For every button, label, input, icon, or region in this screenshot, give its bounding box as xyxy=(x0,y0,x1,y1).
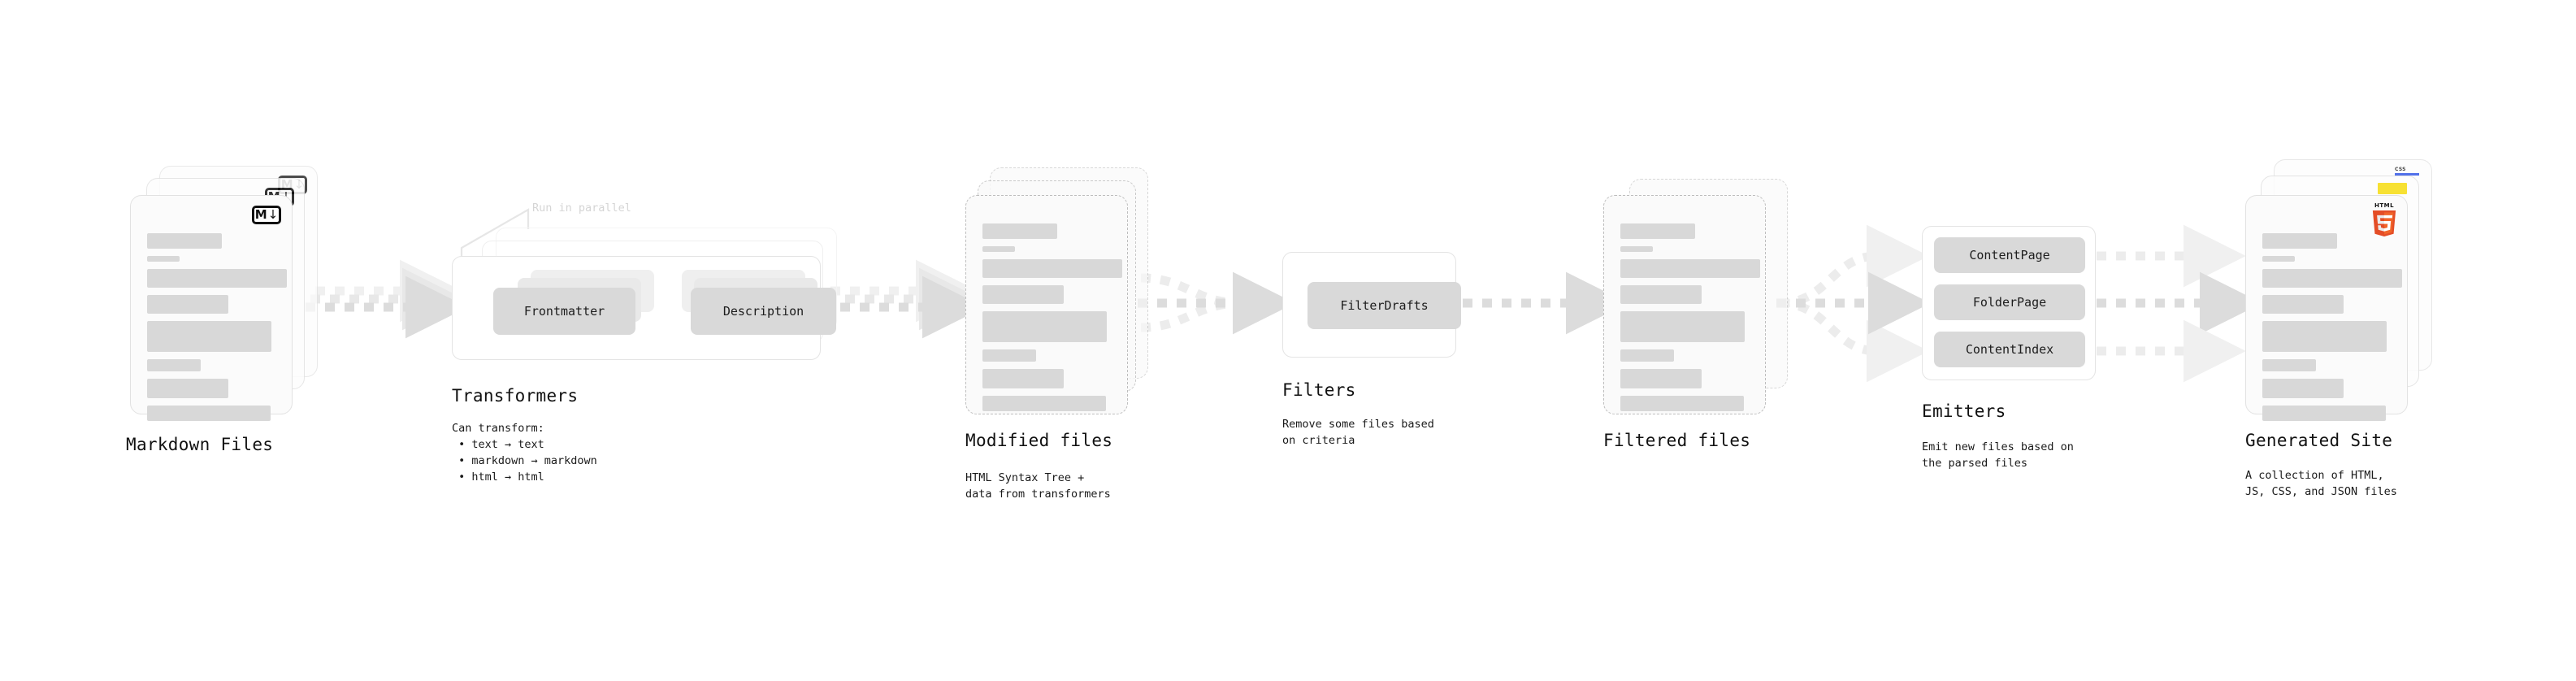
transformer-pill-frontmatter-label: Frontmatter xyxy=(523,304,605,319)
page-title-markdown-files: Markdown Files xyxy=(126,435,274,454)
emitter-pill-contentpage[interactable]: ContentPage xyxy=(1934,237,2085,273)
transformer-pill-description[interactable]: Description xyxy=(691,288,836,335)
css-icon: CSS xyxy=(2395,167,2419,176)
markdown-icon-arrow: ↓ xyxy=(267,207,279,222)
html5-icon-shield xyxy=(2372,210,2396,236)
filtered-card-front[interactable] xyxy=(1603,195,1766,414)
emitter-pill-folderpage[interactable]: FolderPage xyxy=(1934,284,2085,320)
arrow-filtered-to-emitters xyxy=(1776,224,1931,383)
arrow-modified-to-filters xyxy=(1138,271,1295,335)
css-icon-label: CSS xyxy=(2395,167,2406,172)
card-content-bars xyxy=(1620,223,1760,419)
arrow-transformers-to-modified xyxy=(821,259,985,339)
card-content-bars xyxy=(147,233,287,428)
emitter-pill-folderpage-label: FolderPage xyxy=(1972,295,2047,310)
transformers-box-front[interactable]: Frontmatter Description xyxy=(452,256,836,360)
css-icon-underline xyxy=(2395,173,2419,176)
page-title-transformers: Transformers xyxy=(452,386,579,406)
emitter-pill-contentindex[interactable]: ContentIndex xyxy=(1934,332,2085,367)
markdown-icon-letter: M xyxy=(254,207,267,222)
arrow-emitters-to-site xyxy=(2097,224,2262,383)
modified-files-description: HTML Syntax Tree + data from transformer… xyxy=(965,471,1111,501)
js-icon xyxy=(2378,183,2407,194)
emitters-description: Emit new files based on the parsed files xyxy=(1922,440,2074,470)
page-title-filtered-files: Filtered files xyxy=(1603,431,1751,450)
filter-pill-filterdrafts[interactable]: FilterDrafts xyxy=(1308,282,1461,329)
markdown-icon: M ↓ xyxy=(252,206,281,224)
generated-site-description: A collection of HTML, JS, CSS, and JSON … xyxy=(2245,469,2397,498)
filters-box[interactable]: FilterDrafts xyxy=(1282,252,1461,358)
page-title-generated-site: Generated Site xyxy=(2245,431,2393,450)
transformers-description: Can transform: • text → text • markdown … xyxy=(452,422,597,484)
transformer-pill-description-label: Description xyxy=(722,304,804,319)
transformer-pill-frontmatter[interactable]: Frontmatter xyxy=(493,288,635,335)
html5-icon: HTML xyxy=(2370,202,2399,236)
page-title-emitters: Emitters xyxy=(1922,401,2006,421)
card-content-bars xyxy=(2262,233,2402,428)
filters-description: Remove some files based on criteria xyxy=(1282,418,1434,447)
page-title-modified-files: Modified files xyxy=(965,431,1113,450)
emitters-box[interactable]: ContentPage FolderPage ContentIndex xyxy=(1922,226,2096,380)
html5-icon-label: HTML xyxy=(2374,202,2395,209)
markdown-card-front[interactable]: M ↓ xyxy=(130,195,293,421)
filter-pill-filterdrafts-label: FilterDrafts xyxy=(1340,298,1429,313)
page-title-filters: Filters xyxy=(1282,380,1356,400)
arrow-markdown-to-transformers xyxy=(306,259,468,339)
modified-card-front[interactable] xyxy=(965,195,1128,414)
run-in-parallel-note: Run in parallel xyxy=(532,202,631,215)
emitter-pill-contentpage-label: ContentPage xyxy=(1969,248,2050,262)
generated-card-front[interactable]: HTML xyxy=(2245,195,2408,421)
card-content-bars xyxy=(982,223,1122,419)
emitter-pill-contentindex-label: ContentIndex xyxy=(1965,342,2054,357)
